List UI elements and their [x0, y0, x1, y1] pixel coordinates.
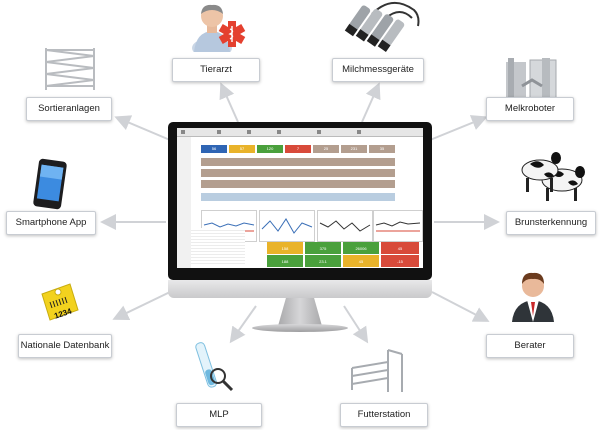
- dashboard-kpi: -15: [381, 255, 419, 267]
- dashboard-row: [201, 169, 395, 177]
- dashboard-row: [201, 158, 395, 166]
- arrow-milchmessgeraete: [361, 82, 381, 123]
- monitor: 56 57 120 7 25 231 35 158 375 26006 45 1…: [168, 122, 432, 298]
- ear-tag-icon: 1234: [41, 283, 79, 321]
- label-milchmessgeraete: Milchmessgeräte: [332, 58, 424, 82]
- monitor-neck: [278, 298, 322, 326]
- dashboard-kpi: 26006: [343, 242, 379, 254]
- label-tierarzt: Tierarzt: [172, 58, 260, 82]
- arrow-tierarzt: [219, 82, 239, 123]
- label-smartphone-app: Smartphone App: [6, 211, 96, 235]
- doctor-icon: [192, 4, 246, 52]
- label-futterstation: Futterstation: [340, 403, 428, 427]
- label-brunsterkennung: Brunsterkennung: [506, 211, 596, 235]
- dashboard-tile: 57: [229, 145, 255, 153]
- dashboard-menubar: [177, 128, 423, 137]
- dashboard-kpi: 158: [267, 242, 303, 254]
- label-nationale-datenbank: Nationale Datenbank: [18, 334, 112, 358]
- dashboard-sidebar: [177, 137, 191, 268]
- dashboard-graph: [373, 210, 423, 242]
- arrow-datenbank: [112, 291, 171, 321]
- dashboard-screen: 56 57 120 7 25 231 35 158 375 26006 45 1…: [177, 128, 423, 268]
- arrow-futterstation: [343, 305, 369, 344]
- dashboard-row: [201, 193, 395, 201]
- dashboard-row: [201, 180, 395, 188]
- milking-robot-icon: [506, 58, 557, 101]
- dashboard-tile: 56: [201, 145, 227, 153]
- monitor-chin: [168, 280, 432, 298]
- label-melkroboter: Melkroboter: [486, 97, 574, 121]
- dashboard-tile: 120: [257, 145, 283, 153]
- arrow-sortieranlagen: [114, 115, 171, 141]
- monitor-bezel: 56 57 120 7 25 231 35 158 375 26006 45 1…: [168, 122, 432, 280]
- smartphone-icon: [33, 158, 67, 210]
- sorting-gate-icon: [45, 48, 95, 90]
- dashboard-kpi: 188: [267, 255, 303, 267]
- dashboard-tile: 7: [285, 145, 311, 153]
- dashboard-kpi: 45: [343, 255, 379, 267]
- dashboard-kpi: 23.1: [305, 255, 341, 267]
- feeding-station-icon: [351, 349, 403, 392]
- label-sortieranlagen: Sortieranlagen: [26, 97, 112, 121]
- dashboard-graph: [259, 210, 315, 242]
- monitor-stand: [252, 324, 348, 332]
- milk-meter-icon: [344, 2, 420, 52]
- arrow-mlp: [229, 305, 257, 344]
- dashboard-kpi: 375: [305, 242, 341, 254]
- dashboard-graph: [317, 210, 373, 242]
- test-tube-icon: [195, 342, 234, 392]
- cows-icon: [521, 152, 585, 201]
- dashboard-kpi: 45: [381, 242, 419, 254]
- dashboard-tile: 35: [369, 145, 395, 153]
- label-berater: Berater: [486, 334, 574, 358]
- dashboard-tile: 231: [341, 145, 367, 153]
- label-mlp: MLP: [176, 403, 262, 427]
- dashboard-table: [191, 228, 245, 266]
- consultant-icon: [512, 272, 554, 322]
- arrow-berater: [431, 291, 490, 322]
- dashboard-tile: 25: [313, 145, 339, 153]
- arrow-melkroboter: [429, 115, 488, 141]
